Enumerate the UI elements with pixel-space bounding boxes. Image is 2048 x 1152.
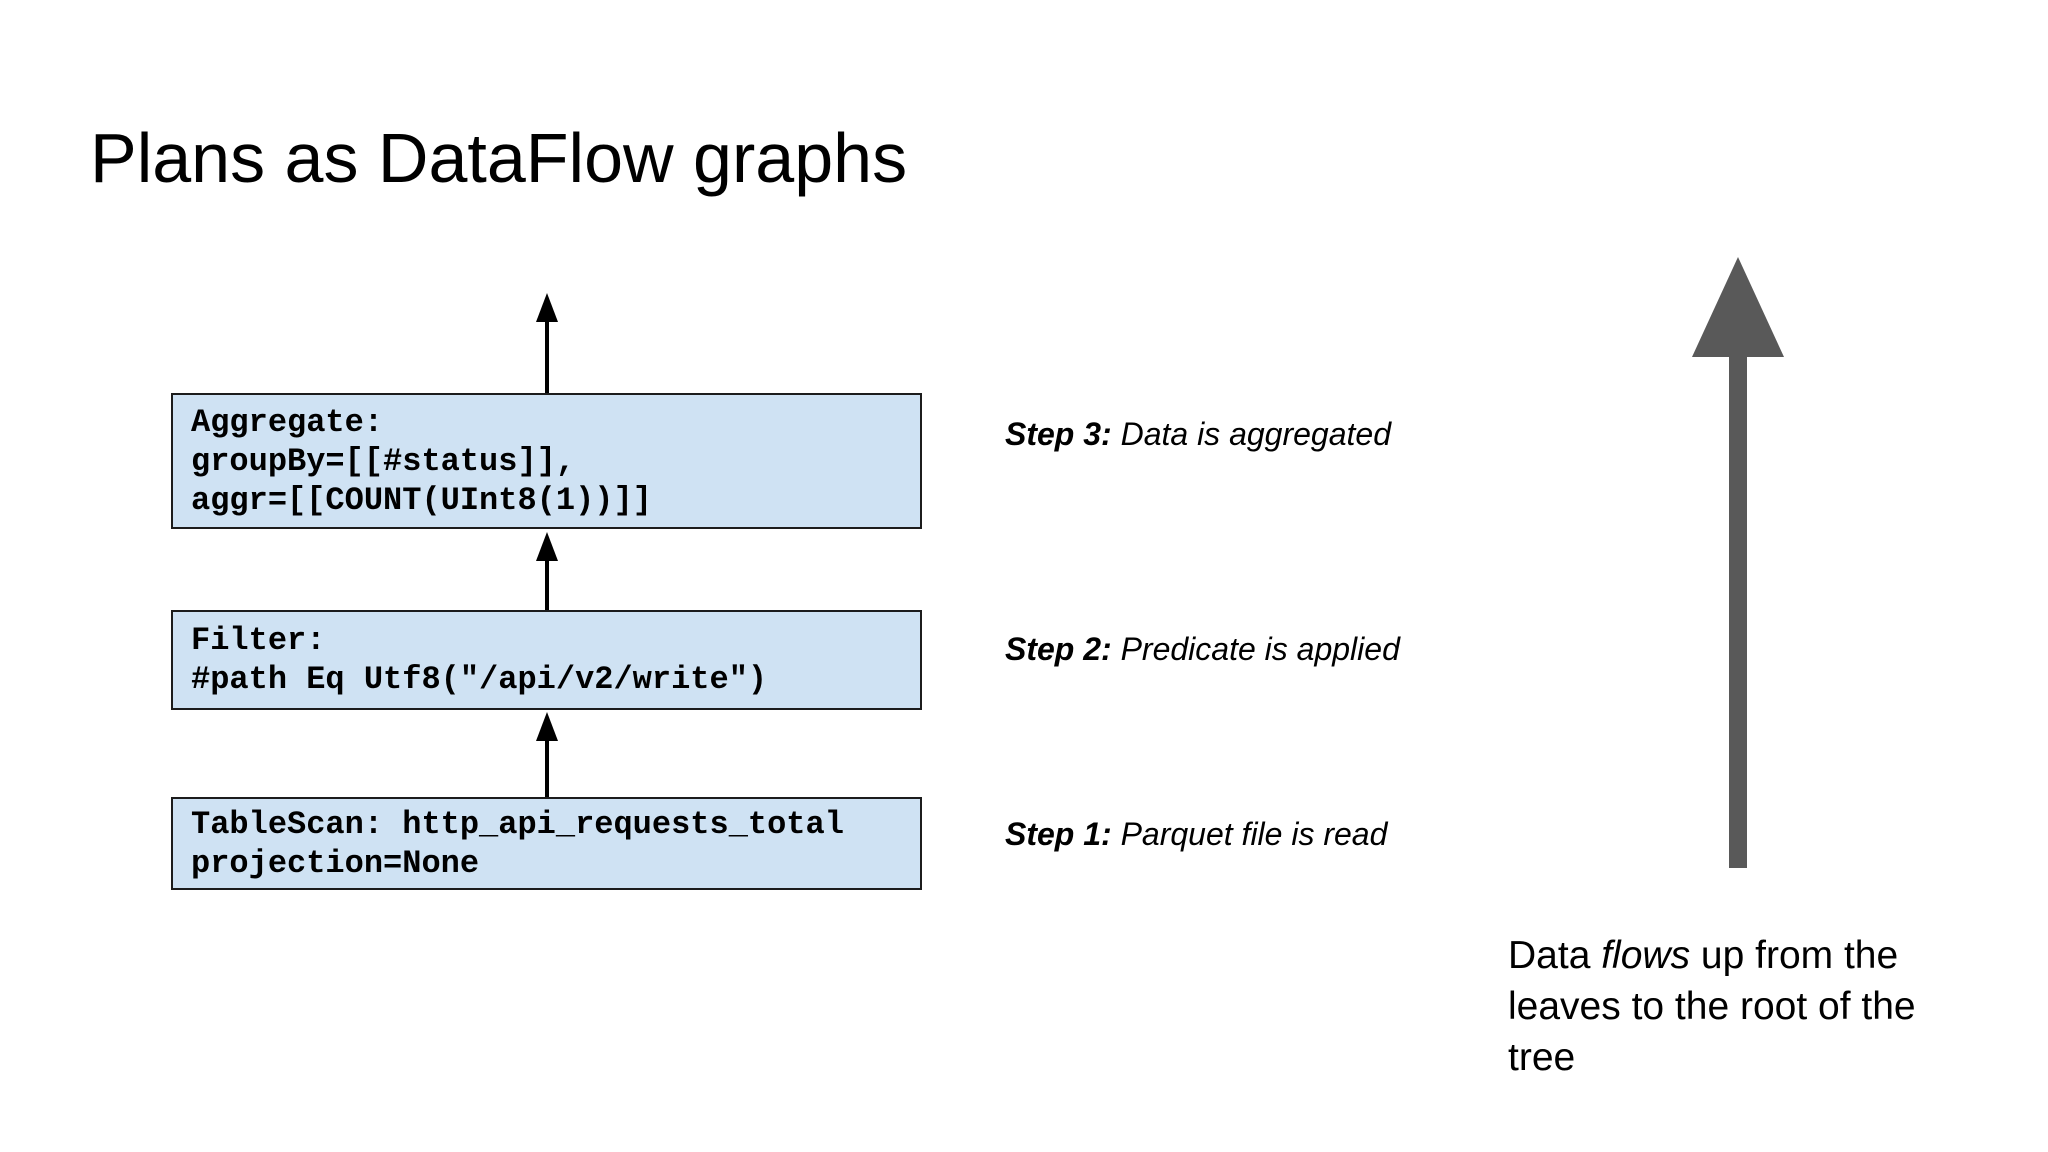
arrowhead-icon [536, 712, 558, 741]
node-text-line: #path Eq Utf8("/api/v2/write") [191, 661, 768, 698]
step-number: Step 2: [1005, 631, 1112, 667]
arrowhead-icon [536, 293, 558, 322]
node-text-line: aggr=[[COUNT(UInt8(1))]] [191, 481, 652, 519]
step-description: Parquet file is read [1120, 816, 1388, 852]
data-flow-up-arrow-icon [1692, 257, 1784, 868]
arrowhead-icon [536, 532, 558, 561]
plan-node-aggregate: Aggregate: groupBy=[[#status]], aggr=[[C… [171, 393, 922, 529]
annotation-emphasis: flows [1601, 934, 1691, 977]
node-text-line: TableScan: http_api_requests_total [191, 805, 844, 843]
node-text-line: Filter: [191, 622, 326, 659]
up-arrow-connector-root [535, 293, 559, 393]
arrow-shaft [545, 559, 549, 610]
arrow-shaft [545, 739, 549, 797]
node-text-line: groupBy=[[#status]], [191, 442, 576, 480]
step-1-label: Step 1: Parquet file is read [1005, 815, 1387, 853]
slide-title: Plans as DataFlow graphs [90, 119, 908, 197]
step-3-label: Step 3: Data is aggregated [1005, 415, 1391, 453]
plan-node-tablescan: TableScan: http_api_requests_total proje… [171, 797, 922, 890]
step-2-label: Step 2: Predicate is applied [1005, 630, 1400, 668]
step-number: Step 3: [1005, 416, 1112, 452]
node-text-line: projection=None [191, 844, 480, 882]
annotation-text: Data [1508, 934, 1602, 977]
arrow-shaft [545, 320, 549, 393]
up-arrow-connector-tablescan-to-filter [535, 712, 559, 797]
flow-annotation: Data flows up from the leaves to the roo… [1508, 930, 1943, 1083]
plan-node-filter: Filter: #path Eq Utf8("/api/v2/write") [171, 610, 922, 710]
up-arrow-connector-filter-to-aggregate [535, 532, 559, 610]
node-text-line: Aggregate: [191, 403, 384, 441]
annotation-text: up from the leaves to the root of the tr… [1508, 934, 1916, 1079]
step-description: Data is aggregated [1120, 416, 1391, 452]
step-description: Predicate is applied [1120, 631, 1400, 667]
step-number: Step 1: [1005, 816, 1112, 852]
